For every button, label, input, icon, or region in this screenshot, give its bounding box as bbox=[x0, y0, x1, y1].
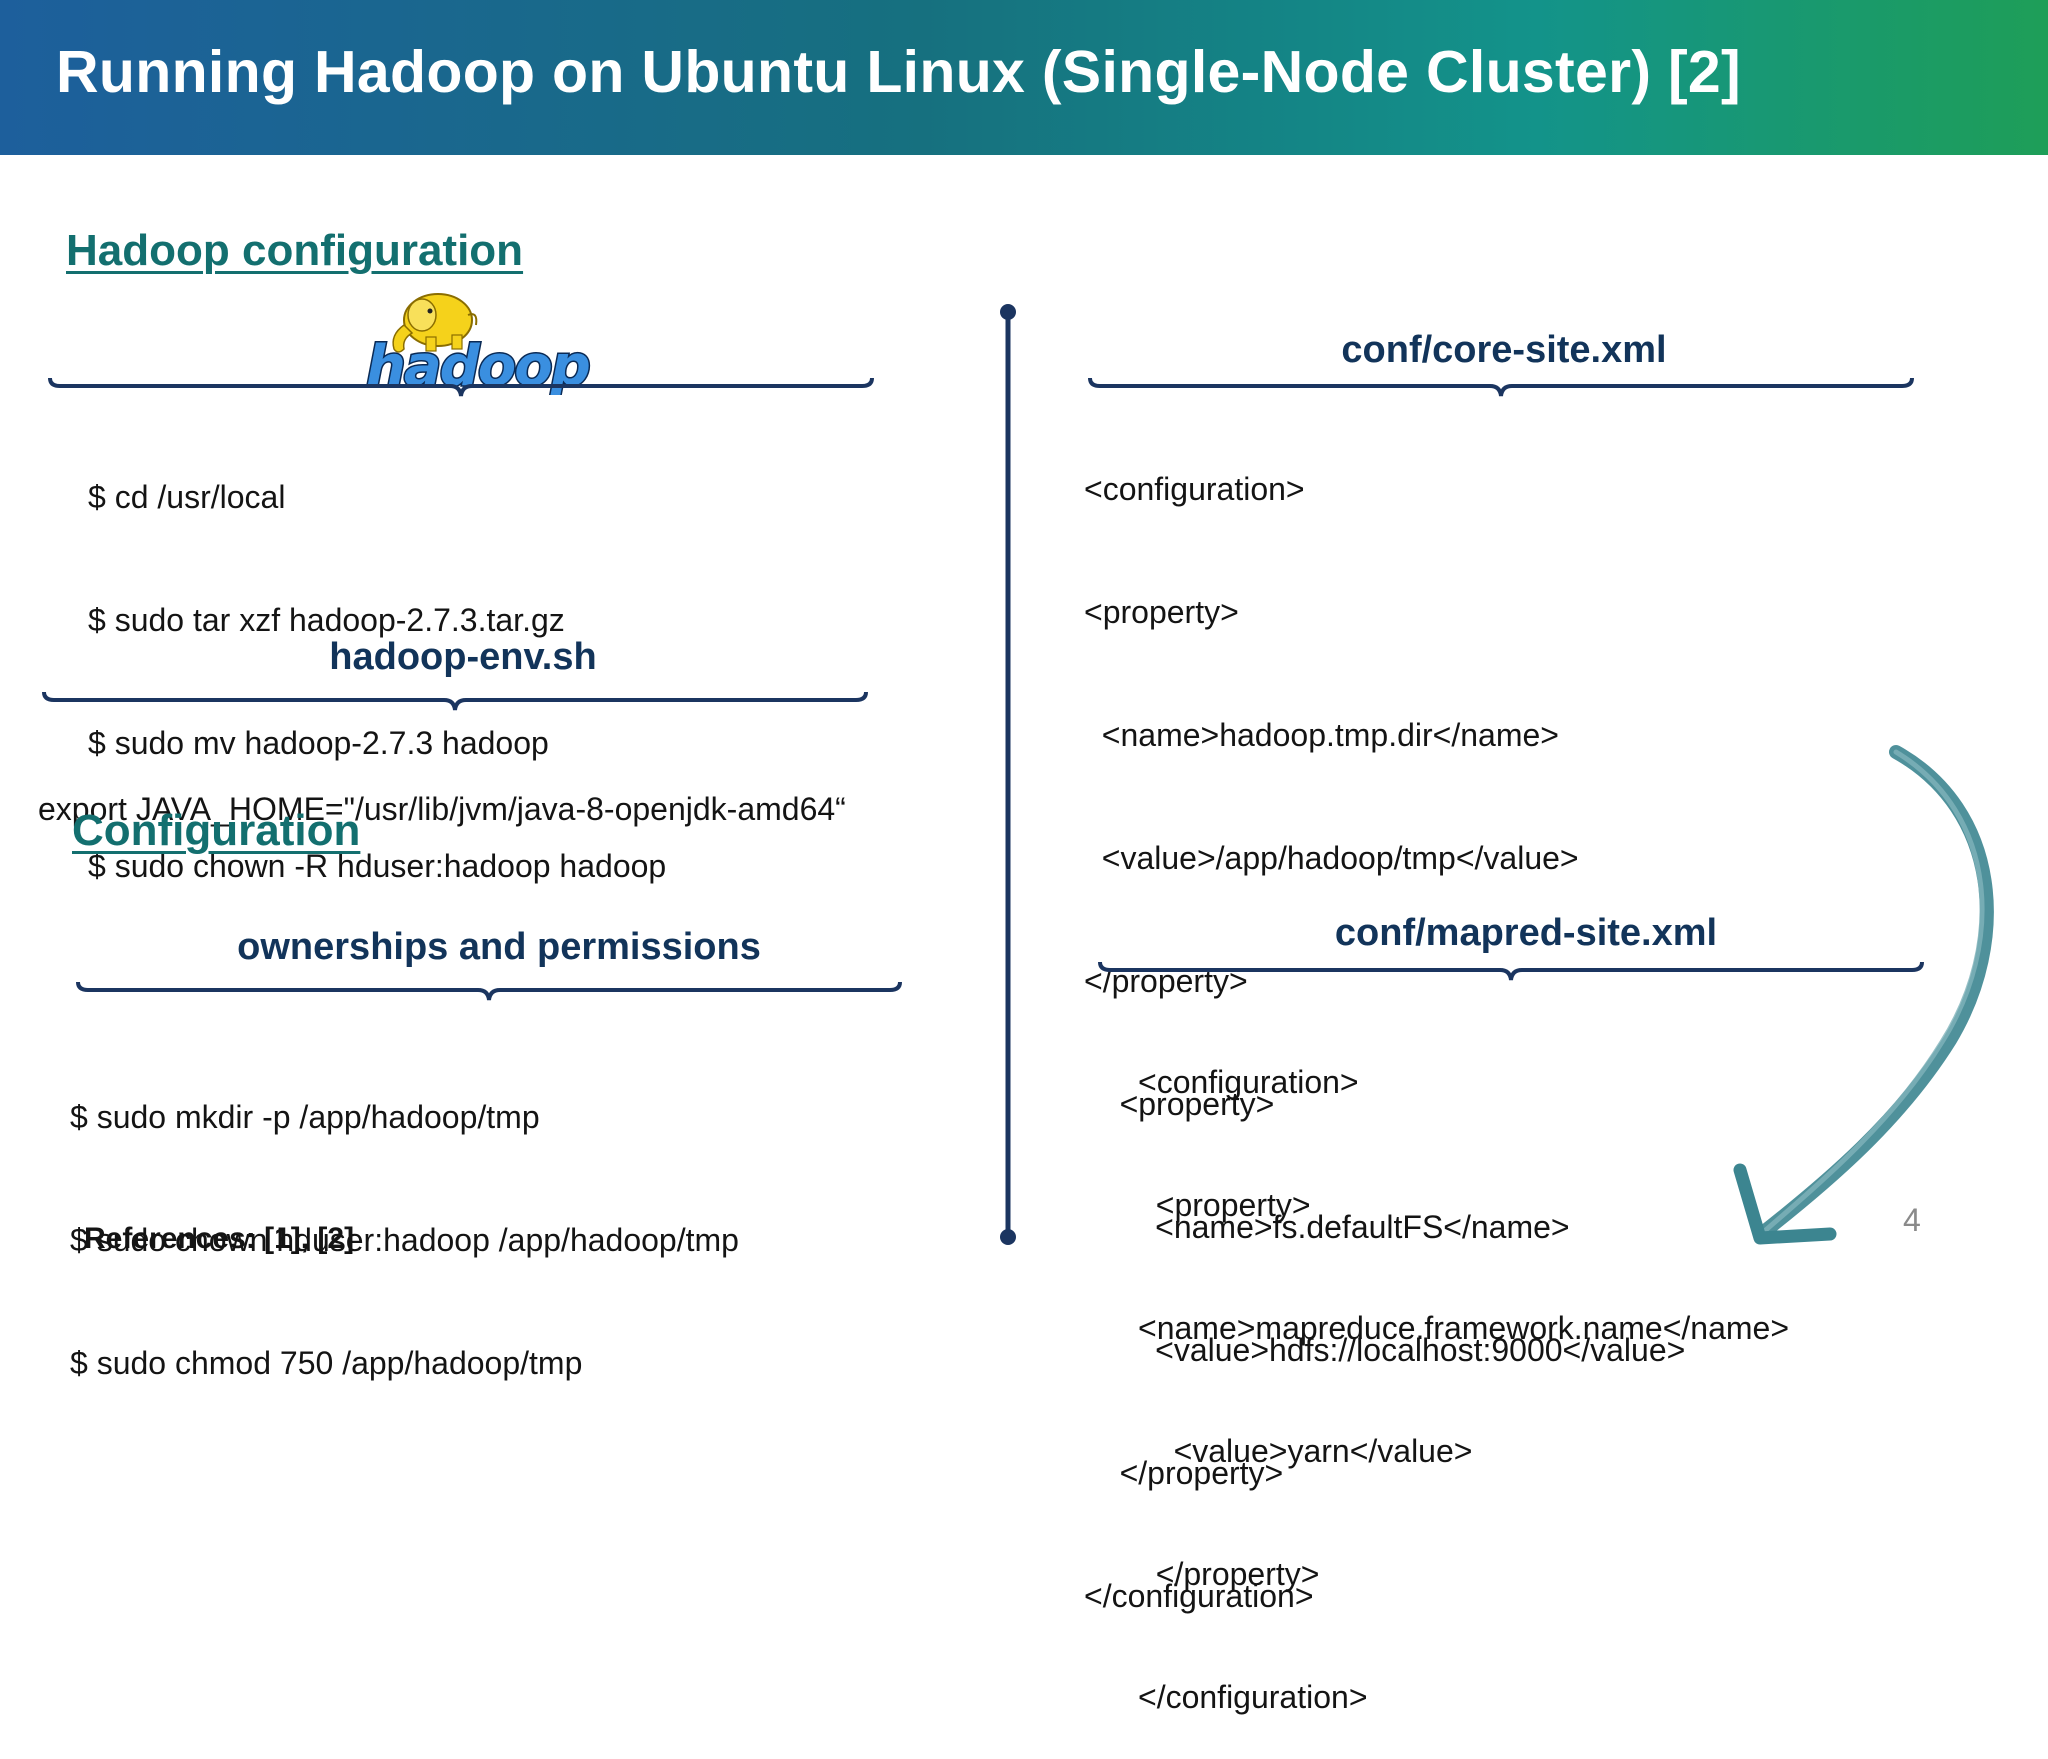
command-line: $ sudo mv hadoop-2.7.3 hadoop bbox=[88, 725, 549, 761]
hadoop-env-command: export JAVA_HOME="/usr/lib/jvm/java-8-op… bbox=[38, 707, 846, 871]
xml-line: <value>yarn</value> bbox=[1138, 1433, 1473, 1469]
slide-header: Running Hadoop on Ubuntu Linux (Single-N… bbox=[0, 0, 2048, 155]
hadoop-env-heading: hadoop-env.sh bbox=[329, 636, 597, 678]
command-line: $ sudo chmod 750 /app/hadoop/tmp bbox=[70, 1345, 583, 1381]
xml-line: <property> bbox=[1084, 1086, 1275, 1122]
hadoop-configuration-commands: $ cd /usr/local $ sudo tar xzf hadoop-2.… bbox=[88, 395, 666, 928]
ownerships-permissions-commands: $ sudo mkdir -p /app/hadoop/tmp $ sudo c… bbox=[70, 1015, 739, 1425]
command-line: $ cd /usr/local bbox=[88, 479, 286, 515]
command-line: $ sudo chown -R hduser:hadoop hadoop bbox=[88, 848, 667, 884]
curved-arrow-icon bbox=[1733, 745, 1994, 1245]
command-line: $ sudo tar xzf hadoop-2.7.3.tar.gz bbox=[88, 602, 565, 638]
hadoop-env-brace bbox=[42, 691, 868, 711]
xml-line: <name>hadoop.tmp.dir</name> bbox=[1084, 717, 1559, 753]
xml-line: </configuration> bbox=[1138, 1679, 1368, 1715]
xml-line: <name>mapreduce.framework.name</name> bbox=[1138, 1310, 1790, 1346]
xml-line: </property> bbox=[1138, 1556, 1320, 1592]
xml-line: <property> bbox=[1084, 594, 1239, 630]
command-line: $ sudo mkdir -p /app/hadoop/tmp bbox=[70, 1099, 540, 1135]
configuration-heading: Configuration bbox=[72, 806, 361, 855]
xml-line: <property> bbox=[1138, 1187, 1311, 1223]
xml-line: <configuration> bbox=[1138, 1064, 1359, 1100]
mapred-site-brace bbox=[1098, 961, 1924, 981]
slide-title: Running Hadoop on Ubuntu Linux (Single-N… bbox=[56, 39, 1741, 105]
ownerships-permissions-brace bbox=[76, 981, 902, 1001]
references-value: : [1], [2] bbox=[245, 1222, 355, 1255]
references-label: References bbox=[84, 1222, 246, 1255]
xml-line: <configuration> bbox=[1084, 471, 1305, 507]
mapred-site-heading: conf/mapred-site.xml bbox=[1334, 912, 1718, 954]
page-number: 4 bbox=[1903, 1202, 1921, 1238]
xml-line: <name>fs.defaultFS</name> bbox=[1084, 1209, 1570, 1245]
ownerships-permissions-heading: ownerships and permissions bbox=[237, 926, 761, 968]
command-line: $ sudo chown hduser:hadoop /app/hadoop/t… bbox=[70, 1222, 739, 1258]
core-site-brace bbox=[1088, 377, 1914, 397]
references: References: [1], [2] bbox=[84, 1222, 354, 1256]
hadoop-configuration-heading: Hadoop configuration bbox=[66, 226, 524, 275]
core-site-heading: conf/core-site.xml bbox=[1341, 329, 1667, 371]
hadoop-configuration-brace bbox=[48, 377, 874, 397]
column-divider bbox=[1000, 304, 1016, 1245]
command-line: export JAVA_HOME="/usr/lib/jvm/java-8-op… bbox=[38, 791, 846, 827]
xml-line: <value>/app/hadoop/tmp</value> bbox=[1084, 840, 1579, 876]
